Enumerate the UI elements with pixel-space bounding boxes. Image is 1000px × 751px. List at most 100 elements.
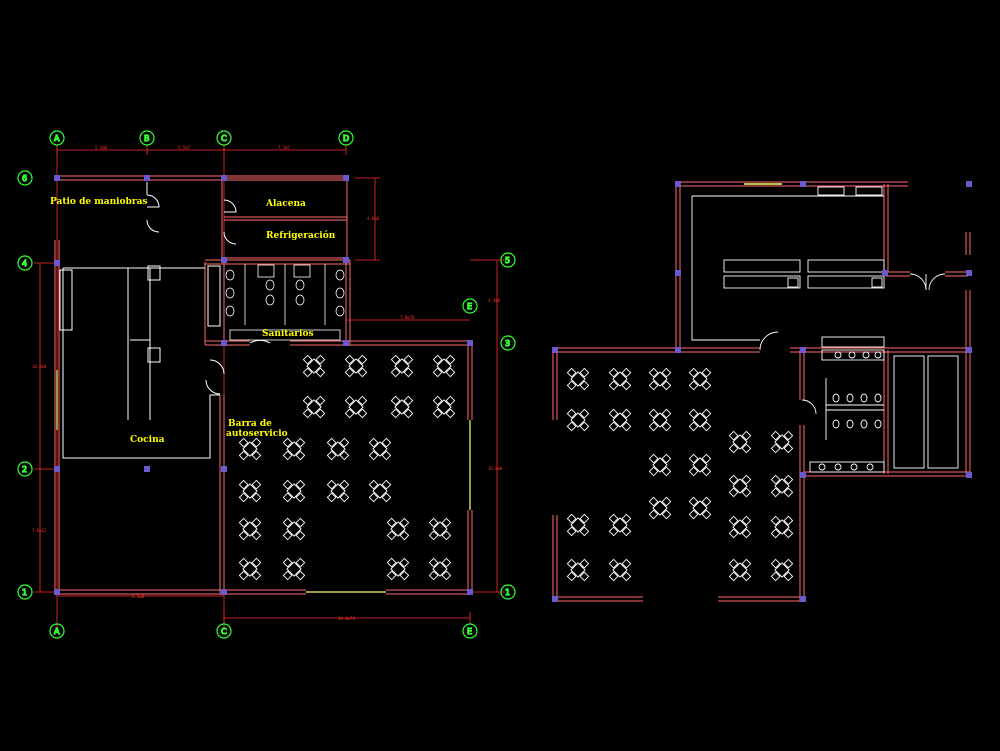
dining-table-4-seat (302, 354, 326, 378)
dim-bottom-ce: 14.0m74 (338, 616, 355, 621)
svg-text:1: 1 (22, 588, 27, 597)
svg-text:6: 6 (22, 174, 27, 183)
kitchen-outline (59, 182, 271, 459)
grid-bubble-top-b: B (139, 130, 155, 146)
dining-table-4-seat (238, 479, 262, 503)
grid-bubble-left-1: 1 (17, 584, 33, 600)
dining-table-4-seat (770, 515, 794, 539)
dining-table-4-seat (326, 437, 350, 461)
restroom-fixtures (225, 264, 345, 341)
room-label-barra-line1: Barra de (228, 419, 272, 429)
svg-text:3: 3 (505, 339, 510, 348)
dim-top-ab: 5.5m0 (95, 145, 108, 150)
dim-left-lower: 7.6m12 (32, 528, 47, 533)
dining-table-4-seat (282, 557, 306, 581)
svg-text:5: 5 (505, 256, 510, 265)
dining-table-4-seat (608, 513, 632, 537)
dining-table-4-seat (728, 558, 752, 582)
walls (54, 175, 473, 595)
dim-mid-e: 7.0m70 (400, 315, 415, 320)
dining-table-4-seat (770, 474, 794, 498)
columns-right (552, 181, 972, 602)
dining-table-4-seat (566, 558, 590, 582)
glazing (56, 370, 471, 593)
dining-table-4-seat (302, 395, 326, 419)
dining-table-4-seat (770, 430, 794, 454)
dining-table-4-seat (728, 474, 752, 498)
dining-table-4-seat (386, 557, 410, 581)
svg-text:4: 4 (22, 259, 27, 268)
grid-bubble-left-6: 6 (17, 170, 33, 186)
dining-tables-right (566, 367, 794, 582)
dining-table-4-seat (238, 557, 262, 581)
dim-bottom-ac: 5.5m0 (132, 594, 145, 599)
room-label-sanitarios: Sanitarios (262, 329, 314, 339)
dining-table-4-seat (368, 479, 392, 503)
grid-bubble-right-e: E (462, 298, 478, 314)
dining-table-4-seat (608, 558, 632, 582)
dining-table-4-seat (648, 496, 672, 520)
grid-bubble-bottom-e: E (462, 623, 478, 639)
dining-table-4-seat (238, 517, 262, 541)
dining-table-4-seat (688, 408, 712, 432)
dining-table-4-seat (566, 408, 590, 432)
svg-text:E: E (467, 627, 472, 636)
dim-top-bc: 5.5m7 (178, 145, 191, 150)
dining-table-4-seat (728, 430, 752, 454)
svg-text:1: 1 (505, 588, 510, 597)
svg-text:A: A (54, 134, 60, 143)
dining-table-4-seat (344, 395, 368, 419)
kitchen-stove-right (207, 265, 221, 327)
dining-table-4-seat (648, 408, 672, 432)
dining-table-4-seat (282, 517, 306, 541)
dining-table-4-seat (282, 437, 306, 461)
dimension-texts: 5.5m0 5.5m7 7.1m7 4.6m0 7.0m70 4.4m0 10.… (32, 145, 503, 621)
svg-text:C: C (221, 134, 227, 143)
kitchen-sink-top (147, 265, 161, 281)
grid-bubble-top-a: A (49, 130, 65, 146)
grid-bubble-right-3: 3 (500, 335, 516, 351)
svg-text:A: A (54, 627, 60, 636)
dining-table-4-seat (648, 453, 672, 477)
dim-right-tall: 16.0m0 (488, 466, 503, 471)
dining-table-4-seat (432, 354, 456, 378)
svg-text:C: C (221, 627, 227, 636)
toilets-mid (265, 279, 305, 306)
dining-table-4-seat (688, 453, 712, 477)
room-label-barra-line2: autoservicio (226, 429, 288, 439)
kitchen-sink-mid (147, 347, 161, 363)
dining-table-4-seat (428, 557, 452, 581)
dining-table-4-seat (368, 437, 392, 461)
dining-table-4-seat (608, 367, 632, 391)
grid-bubble-bottom-a: A (49, 623, 65, 639)
dining-table-4-seat (566, 513, 590, 537)
grid-bubble-left-4: 4 (17, 255, 33, 271)
dining-table-4-seat (728, 515, 752, 539)
right-floor-plan (552, 181, 972, 602)
grid-bubble-left-2: 2 (17, 461, 33, 477)
grid-bubbles: A B C D 6 4 2 1 5 E 3 1 A C E (17, 130, 516, 639)
dining-table-4-seat (390, 395, 414, 419)
dim-top-cd: 7.1m7 (278, 145, 291, 150)
room-label-patio: Patio de maniobras (50, 197, 147, 207)
svg-text:D: D (343, 134, 349, 143)
toilets-right (335, 269, 345, 317)
kitchen-right-outline (691, 186, 959, 473)
dining-table-4-seat (282, 479, 306, 503)
dining-table-4-seat (608, 408, 632, 432)
dim-right-e: 4.4m0 (488, 298, 501, 303)
columns (54, 175, 473, 595)
room-label-alacena: Alacena (265, 199, 306, 209)
grid-bubble-right-5: 5 (500, 252, 516, 268)
left-floor-plan: 5.5m0 5.5m7 7.1m7 4.6m0 7.0m70 4.4m0 10.… (17, 130, 516, 639)
dim-right-alacena: 4.6m0 (367, 216, 380, 221)
kitchen-counter-left (59, 269, 73, 331)
dining-table-4-seat (390, 354, 414, 378)
dining-table-4-seat (688, 367, 712, 391)
dim-left-tall: 10.6m0 (32, 364, 47, 369)
dining-tables-left (238, 354, 456, 581)
toilets-left (225, 269, 235, 317)
dining-table-4-seat (386, 517, 410, 541)
